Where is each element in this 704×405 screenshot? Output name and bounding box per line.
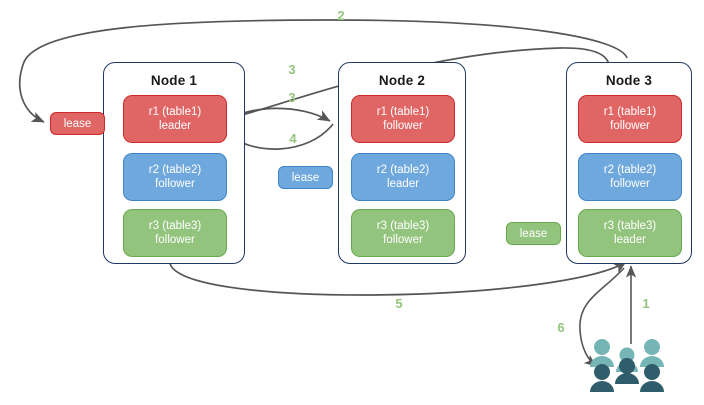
replica-role: follower: [610, 178, 650, 190]
lease-chip-blue[interactable]: lease: [278, 166, 333, 189]
replica-name: r1 (table1): [148, 105, 202, 118]
replica-role: follower: [155, 234, 195, 246]
replica-name: r1 (table1): [603, 105, 657, 118]
replica-card-r3[interactable]: r3 (table3) follower: [123, 209, 227, 257]
step-label-2: 2: [337, 8, 345, 23]
replica-card-r3[interactable]: r3 (table3) follower: [351, 209, 455, 257]
replica-role: leader: [614, 234, 646, 246]
replica-card-r2[interactable]: r2 (table2) follower: [578, 153, 682, 201]
replica-card-r2[interactable]: r2 (table2) follower: [123, 153, 227, 201]
replica-name: r3 (table3): [376, 219, 430, 232]
node-box-2[interactable]: Node 2 r1 (table1) follower r2 (table2) …: [338, 62, 466, 264]
replica-card-r1[interactable]: r1 (table1) follower: [578, 95, 682, 143]
lease-label: lease: [63, 117, 92, 130]
replica-name: r2 (table2): [148, 163, 202, 176]
lease-label: lease: [519, 227, 548, 240]
replica-card-r1[interactable]: r1 (table1) follower: [351, 95, 455, 143]
step-label-5: 5: [395, 296, 403, 311]
replica-name: r1 (table1): [376, 105, 430, 118]
lease-label: lease: [291, 171, 320, 184]
replica-name: r2 (table2): [603, 163, 657, 176]
replica-name: r2 (table2): [376, 163, 430, 176]
step-label-3-upper: 3: [288, 62, 296, 77]
replica-card-r1[interactable]: r1 (table1) leader: [123, 95, 227, 143]
replica-role: leader: [159, 120, 191, 132]
lease-chip-red[interactable]: lease: [50, 112, 105, 135]
node-title: Node 1: [150, 73, 198, 88]
replica-card-r2[interactable]: r2 (table2) leader: [351, 153, 455, 201]
replica-name: r3 (table3): [603, 219, 657, 232]
replica-role: follower: [383, 234, 423, 246]
replica-role: leader: [387, 178, 419, 190]
replica-role: follower: [155, 178, 195, 190]
step-label-4: 4: [289, 131, 297, 146]
step-label-6: 6: [557, 320, 565, 335]
edge-step-5: [169, 261, 627, 296]
node-title: Node 2: [378, 73, 426, 88]
replica-card-r3[interactable]: r3 (table3) leader: [578, 209, 682, 257]
node-box-1[interactable]: Node 1 r1 (table1) leader r2 (table2) fo…: [103, 62, 245, 264]
people-group-icon: [590, 339, 664, 392]
node-title: Node 3: [605, 73, 653, 88]
replica-role: follower: [383, 120, 423, 132]
replica-role: follower: [610, 120, 650, 132]
step-label-3-lower: 3: [288, 90, 296, 105]
replica-name: r3 (table3): [148, 219, 202, 232]
step-label-1: 1: [642, 296, 650, 311]
lease-chip-green[interactable]: lease: [506, 222, 561, 245]
node-box-3[interactable]: Node 3 r1 (table1) follower r2 (table2) …: [566, 62, 692, 264]
